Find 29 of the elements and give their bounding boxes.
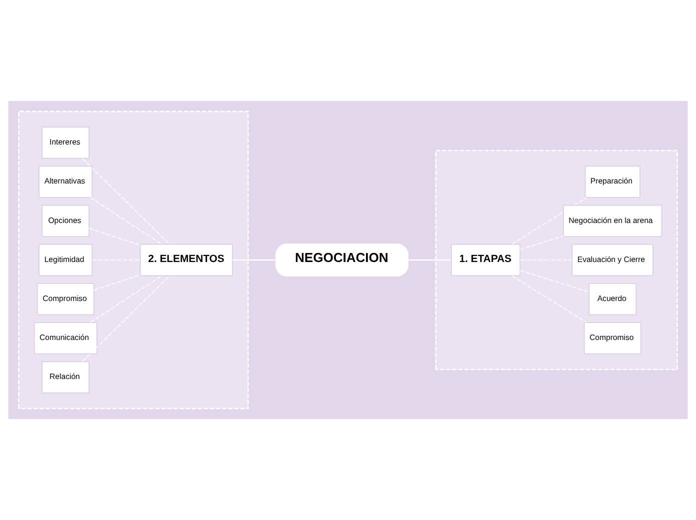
connector	[94, 274, 141, 290]
node-box: Preparación	[584, 166, 640, 198]
node-box: NEGOCIACION	[275, 244, 408, 276]
node-box: Legitimidad	[38, 244, 93, 276]
node-box: Negociación en la arena	[563, 204, 662, 237]
node-box: Intereres	[42, 126, 90, 159]
node-box: 2. ELEMENTOS	[140, 244, 233, 276]
connector	[90, 197, 162, 245]
node-box: Opciones	[42, 204, 90, 237]
connector	[511, 197, 587, 245]
cluster	[435, 150, 678, 370]
node-box: Alternativas	[38, 166, 93, 198]
connector	[520, 270, 590, 292]
node-box: Compromiso	[584, 322, 642, 354]
connector	[232, 259, 276, 261]
connector	[520, 236, 564, 250]
connector	[511, 275, 587, 323]
node-box: 1. ETAPAS	[450, 244, 520, 276]
connector	[408, 259, 452, 261]
node-box: Acuerdo	[588, 283, 636, 316]
connector	[88, 228, 141, 246]
node-box: Comunicación	[34, 322, 98, 354]
connector	[82, 158, 170, 244]
node-box: Evaluación y Cierre	[572, 244, 654, 276]
cluster	[18, 110, 249, 410]
node-box: Relación	[42, 361, 90, 394]
connector	[90, 275, 162, 323]
node-box: Compromiso	[36, 283, 94, 316]
connector	[82, 276, 170, 362]
